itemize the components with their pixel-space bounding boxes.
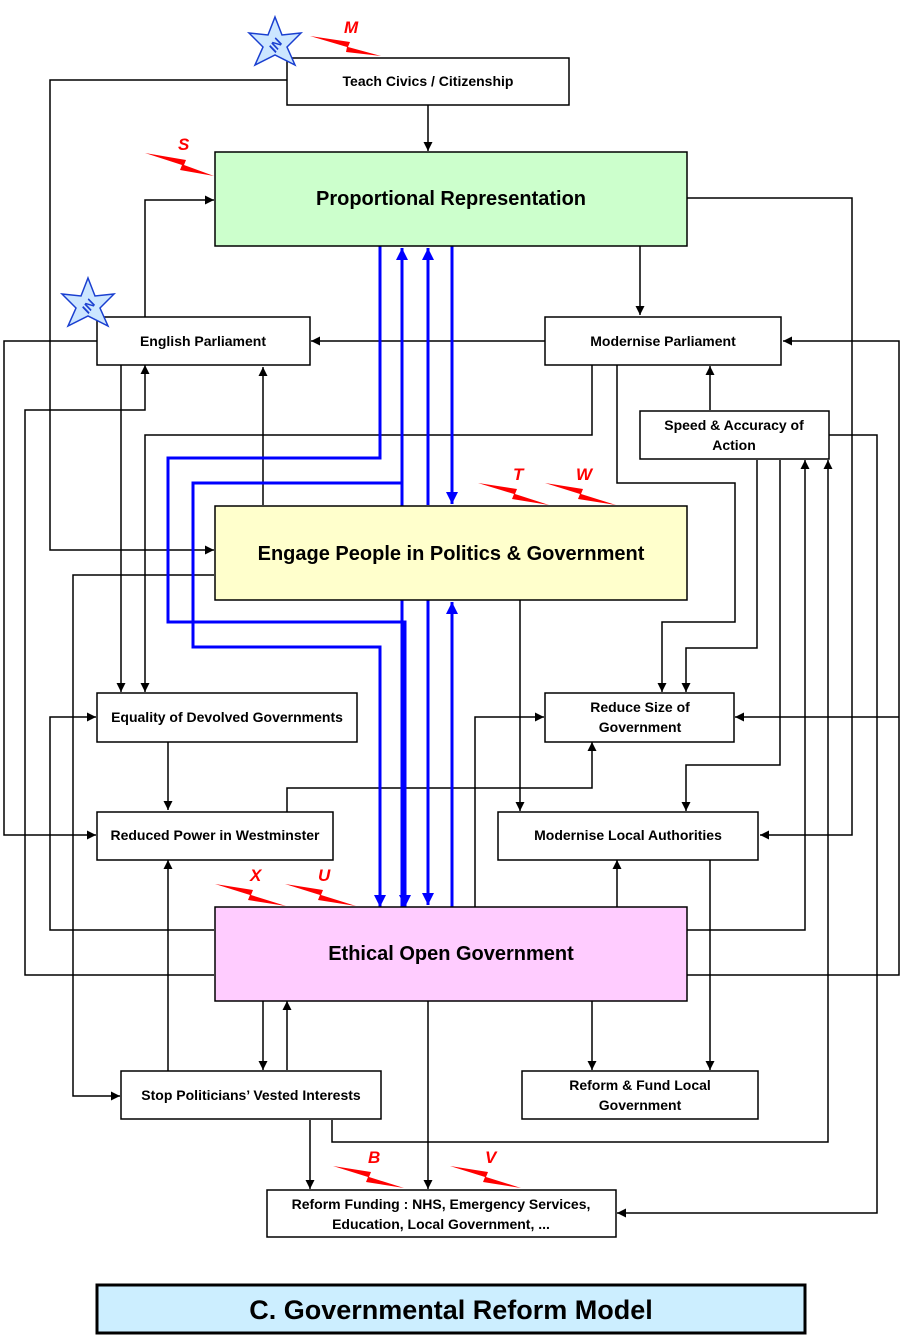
node-label-reform-funding-line1: Reform Funding : NHS, Emergency Services… <box>292 1196 591 1212</box>
node-label-reform-fund-local-line2: Government <box>599 1097 682 1113</box>
node-label-english-parliament: English Parliament <box>140 333 266 349</box>
node-reduced-power: Reduced Power in Westminster <box>96 811 334 861</box>
node-label-ethical-open: Ethical Open Government <box>328 943 574 965</box>
node-ethical-open: Ethical Open Government <box>214 906 688 1002</box>
bolt-s-icon: S <box>145 135 214 176</box>
bolt-t-icon: T <box>478 465 549 505</box>
star-icon: IN <box>246 14 304 67</box>
diagram-title-text: C. Governmental Reform Model <box>249 1295 653 1325</box>
bolt-label-v: V <box>485 1148 498 1167</box>
stars: IN IN <box>59 14 304 328</box>
bolt-label-s: S <box>178 135 190 154</box>
bolt-w-icon: W <box>545 465 616 505</box>
bolt-v-icon: V <box>450 1148 521 1188</box>
bolt-label-w: W <box>576 465 594 484</box>
bolt-label-t: T <box>513 465 525 484</box>
nodes: Teach Civics / Citizenship Proportional … <box>96 57 830 1238</box>
node-label-reduce-size-line2: Government <box>599 719 682 735</box>
node-label-reform-fund-local-line1: Reform & Fund Local <box>569 1077 711 1093</box>
diagram-title: C. Governmental Reform Model <box>95 1283 807 1335</box>
bolt-u-icon: U <box>285 866 356 906</box>
node-label-modernise-parliament: Modernise Parliament <box>590 333 736 349</box>
node-reform-funding: Reform Funding : NHS, Emergency Services… <box>266 1189 617 1238</box>
node-label-teach-civics: Teach Civics / Citizenship <box>343 73 514 89</box>
node-reform-fund-local: Reform & Fund Local Government <box>521 1070 759 1120</box>
bolt-label-m: M <box>344 18 359 37</box>
bolt-label-u: U <box>318 866 331 885</box>
bolt-b-icon: B <box>333 1148 404 1188</box>
bolt-label-x: X <box>249 866 263 885</box>
bolt-m-icon: M <box>310 18 381 56</box>
bolt-label-b: B <box>368 1148 380 1167</box>
node-label-reduce-size-line1: Reduce Size of <box>590 699 690 715</box>
node-engage-people: Engage People in Politics & Government <box>214 505 688 601</box>
node-label-modernise-local: Modernise Local Authorities <box>534 827 722 843</box>
node-equality-devolved: Equality of Devolved Governments <box>96 692 358 743</box>
node-proportional-representation: Proportional Representation <box>214 151 688 247</box>
blue-connectors <box>166 246 458 907</box>
node-label-reform-funding-line2: Education, Local Government, ... <box>332 1216 550 1232</box>
node-speed-accuracy: Speed & Accuracy of Action <box>639 410 830 460</box>
node-reduce-size: Reduce Size of Government <box>544 692 735 743</box>
node-label-speed-accuracy-line1: Speed & Accuracy of <box>664 417 804 433</box>
node-label-engage-people: Engage People in Politics & Government <box>258 543 645 565</box>
node-label-reduced-power: Reduced Power in Westminster <box>110 827 320 843</box>
bolt-x-icon: X <box>215 866 286 906</box>
black-connectors <box>3 79 900 1218</box>
node-modernise-parliament: Modernise Parliament <box>544 316 782 366</box>
node-modernise-local: Modernise Local Authorities <box>497 811 759 861</box>
node-teach-civics: Teach Civics / Citizenship <box>286 57 570 106</box>
node-english-parliament: English Parliament <box>96 316 311 366</box>
node-label-speed-accuracy-line2: Action <box>712 437 756 453</box>
node-label-proportional-representation: Proportional Representation <box>316 188 586 210</box>
node-label-equality-devolved: Equality of Devolved Governments <box>111 709 343 725</box>
star-icon: IN <box>59 275 117 328</box>
node-stop-vested: Stop Politicians’ Vested Interests <box>120 1070 382 1120</box>
node-label-stop-vested: Stop Politicians’ Vested Interests <box>141 1087 361 1103</box>
lightning-bolts: M S T W X U B V <box>145 18 616 1188</box>
